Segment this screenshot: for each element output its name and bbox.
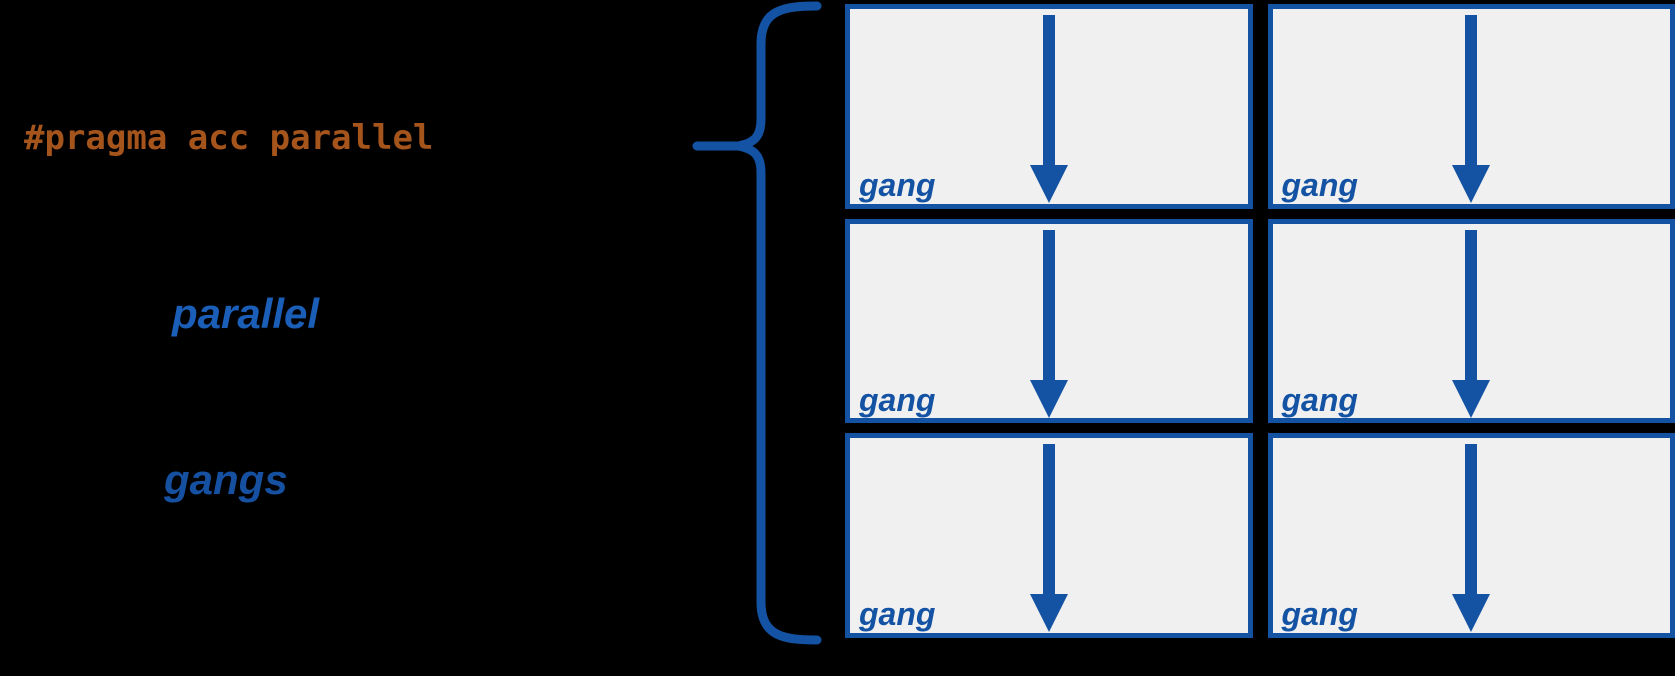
gang-box-label: gang [859, 166, 936, 203]
down-arrow-icon [1452, 15, 1491, 203]
gang-box-label: gang [1281, 381, 1358, 418]
gang-box: gang [1267, 218, 1675, 424]
gang-box: gang [845, 433, 1253, 638]
gang-box: gang [1267, 433, 1675, 638]
down-arrow-icon [1452, 444, 1491, 633]
down-arrow-icon [1452, 229, 1491, 418]
gang-box: gang [845, 4, 1253, 209]
gang-grid: gang gang gang gang [845, 4, 1675, 638]
parallel-keyword-label: parallel [172, 290, 320, 337]
down-arrow-icon [1029, 229, 1068, 418]
gang-box: gang [845, 218, 1253, 424]
gangs-keyword-label: gangs [164, 456, 288, 503]
pragma-code-label: #pragma acc parallel [24, 118, 434, 158]
gang-box-label: gang [1281, 166, 1358, 203]
down-arrow-icon [1029, 15, 1068, 203]
curly-brace-icon [692, 1, 822, 645]
down-arrow-icon [1029, 444, 1068, 633]
gang-box: gang [1267, 4, 1675, 209]
gang-box-label: gang [859, 596, 936, 633]
left-curly-brace-path [733, 1, 822, 645]
gang-box-label: gang [859, 381, 936, 418]
gang-box-label: gang [1281, 596, 1358, 633]
